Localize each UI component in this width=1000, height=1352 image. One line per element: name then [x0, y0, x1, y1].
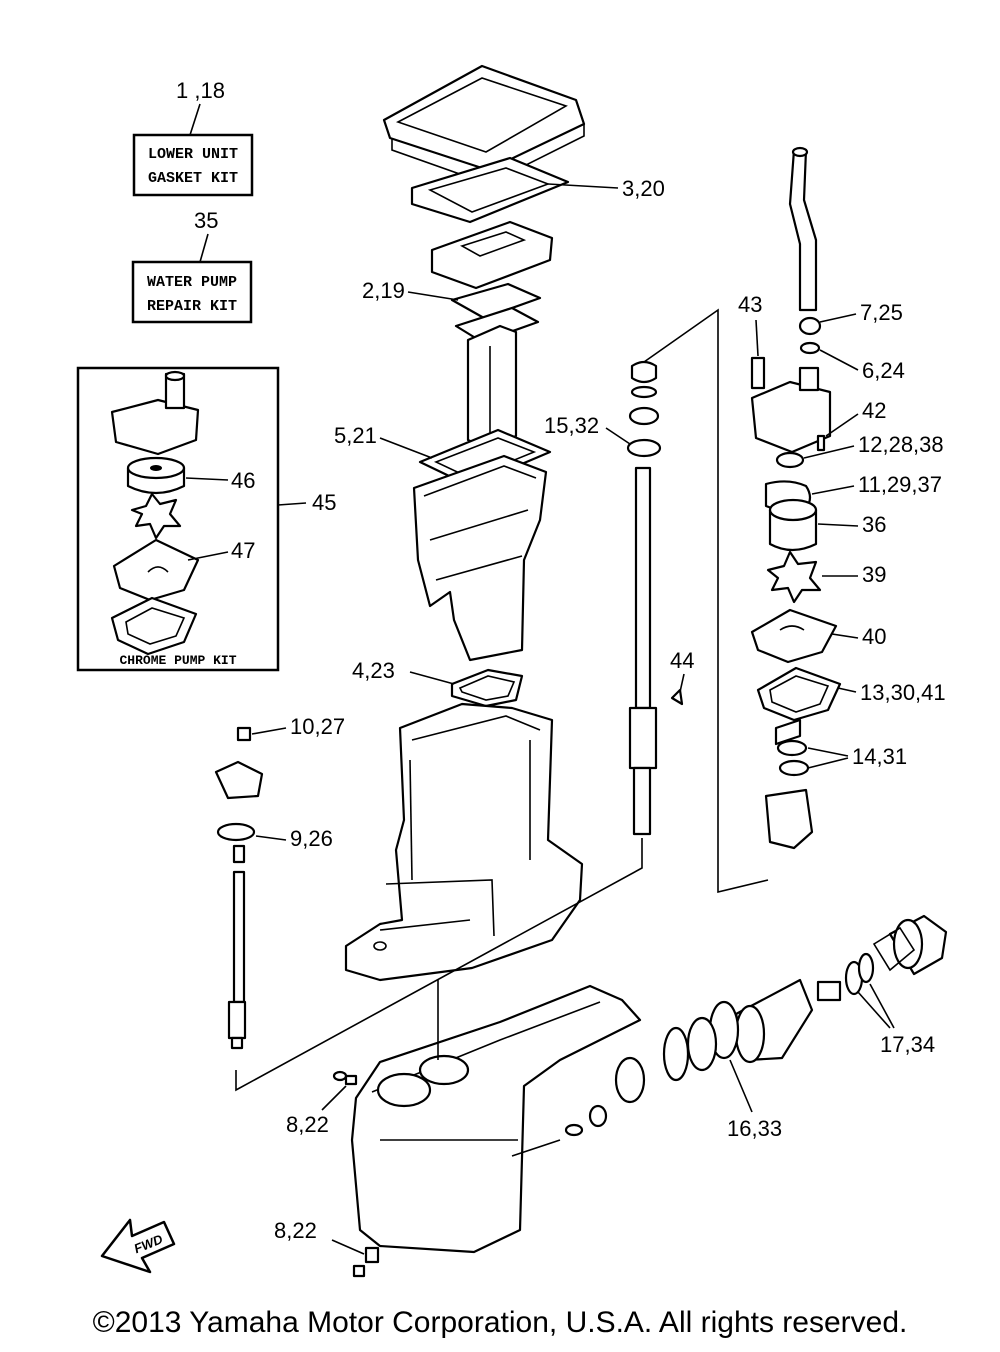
callout-9-26: 9,26: [290, 826, 333, 851]
callout-39: 39: [862, 562, 886, 587]
callout-35: 35: [194, 208, 218, 233]
callout-7-25: 7,25: [860, 300, 903, 325]
callout-8-22-bottom: 8,22: [274, 1218, 317, 1243]
chrome-pump-kit-label: CHROME PUMP KIT: [119, 653, 236, 668]
callout-5-21: 5,21: [334, 423, 377, 448]
callout-16-33: 16,33: [727, 1116, 782, 1141]
water-pump-assembly: [750, 146, 842, 850]
callout-45: 45: [312, 490, 336, 515]
callout-3-20: 3,20: [622, 176, 665, 201]
callout-14-31: 14,31: [852, 744, 907, 769]
shift-rod-assembly: [214, 726, 264, 1050]
gear-case: [350, 980, 642, 1254]
drive-shaft: [626, 360, 684, 836]
propeller-shaft-housing: [588, 914, 948, 1128]
callout-2-19: 2,19: [362, 278, 405, 303]
lower-unit-kit-line1: LOWER UNIT: [148, 146, 238, 163]
lower-casing: [344, 702, 584, 982]
drain-screws: [332, 1070, 380, 1278]
assembly-leader-lines: [235, 308, 769, 1092]
callout-11-29-37: 11,29,37: [858, 472, 942, 497]
callout-10-27: 10,27: [290, 714, 345, 739]
callout-6-24: 6,24: [862, 358, 905, 383]
callout-36: 36: [862, 512, 886, 537]
lower-unit-kit-line2: GASKET KIT: [148, 170, 238, 187]
callout-17-34: 17,34: [880, 1032, 935, 1057]
upper-casing-assembly: [382, 64, 586, 708]
callout-1-18: 1 ,18: [176, 78, 225, 103]
water-pump-kit-line2: REPAIR KIT: [147, 298, 237, 315]
callout-43: 43: [738, 292, 762, 317]
chrome-pump-kit: 46 47 CHROME PUMP KIT 45: [76, 366, 336, 672]
callout-13-30-41: 13,30,41: [860, 680, 946, 705]
callout-47: 47: [231, 538, 255, 563]
callout-15-32: 15,32: [544, 413, 599, 438]
callout-4-23: 4,23: [352, 658, 395, 683]
callouts: 3,20 2,19 5,21 4,23 15,32 43 7,25 6,24 4…: [251, 176, 946, 1255]
callout-42: 42: [862, 398, 886, 423]
water-pump-repair-kit: 35 WATER PUMP REPAIR KIT: [131, 208, 253, 324]
fwd-arrow-icon: FWD: [100, 1218, 176, 1274]
callout-12-28-38: 12,28,38: [858, 432, 944, 457]
copyright-notice: ©2013 Yamaha Motor Corporation, U.S.A. A…: [92, 1306, 908, 1339]
water-pump-kit-line1: WATER PUMP: [147, 274, 237, 291]
callout-40: 40: [862, 624, 886, 649]
callout-46: 46: [231, 468, 255, 493]
callout-44: 44: [670, 648, 694, 673]
lower-unit-gasket-kit: 1 ,18 LOWER UNIT GASKET KIT: [132, 78, 254, 197]
callout-8-22-top: 8,22: [286, 1112, 329, 1137]
